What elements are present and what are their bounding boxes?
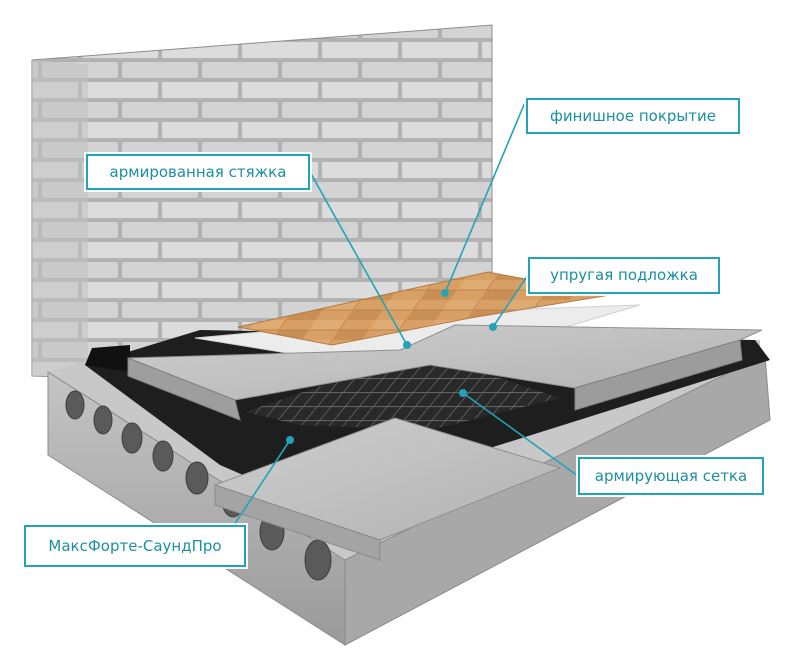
reinforcing-mesh: [245, 352, 560, 430]
leader-soundproof: [233, 439, 291, 526]
label-finish-coating: финишное покрытие: [526, 98, 740, 134]
label-reinforced-screed-text: армированная стяжка: [109, 162, 287, 181]
leader-mesh: [462, 392, 579, 477]
reinforced-screed: [127, 324, 763, 421]
leader-dots: [286, 289, 497, 444]
label-reinforcing-mesh-text: армирующая сетка: [594, 466, 748, 485]
leader-lines: [233, 99, 579, 526]
label-reinforced-screed: армированная стяжка: [86, 154, 310, 190]
leader-underlay: [492, 274, 529, 328]
foreground-screed-slab: [213, 417, 562, 561]
brick-wall: [31, 24, 493, 379]
leader-finish: [444, 99, 527, 294]
label-soundproof-product-text: МаксФорте-СаундПро: [48, 536, 222, 555]
label-elastic-underlay-text: упругая подложка: [550, 266, 698, 284]
label-soundproof-product: МаксФорте-СаундПро: [24, 525, 246, 567]
leader-screed: [309, 171, 408, 346]
label-reinforcing-mesh: армирующая сетка: [578, 457, 764, 495]
label-finish-coating-text: финишное покрытие: [550, 106, 716, 125]
label-elastic-underlay: упругая подложка: [528, 257, 720, 294]
